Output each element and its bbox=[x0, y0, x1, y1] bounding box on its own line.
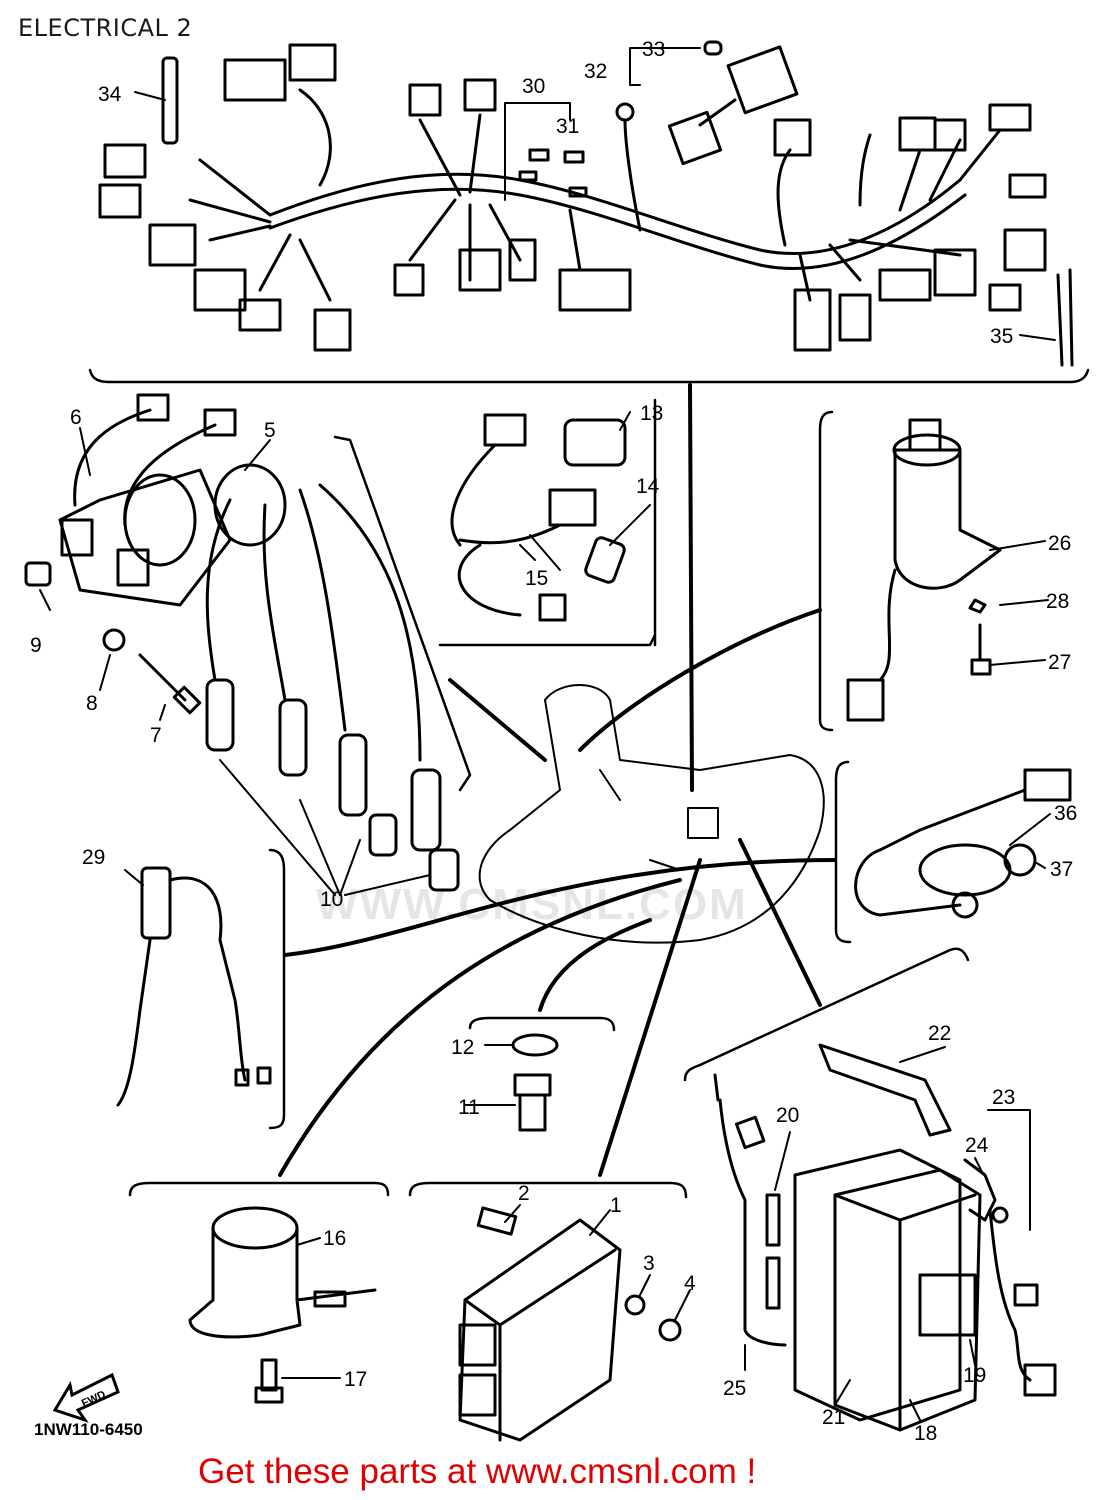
callout-2: 2 bbox=[518, 1182, 530, 1205]
callout-31: 31 bbox=[556, 115, 579, 138]
callout-32: 32 bbox=[584, 60, 607, 83]
callout-24: 24 bbox=[965, 1134, 989, 1157]
callout-3: 3 bbox=[643, 1252, 655, 1275]
callout-4: 4 bbox=[684, 1272, 696, 1295]
fwd-label: FWD bbox=[80, 1389, 108, 1410]
callout-35: 35 bbox=[990, 325, 1013, 348]
leader-lines bbox=[278, 383, 837, 1177]
thermo-switch bbox=[116, 866, 272, 1107]
callout-9: 9 bbox=[30, 634, 42, 657]
main-switch bbox=[846, 418, 1002, 722]
callout-16: 16 bbox=[323, 1227, 346, 1250]
callout-1: 1 bbox=[610, 1194, 622, 1217]
callout-18: 18 bbox=[914, 1422, 937, 1445]
wire-harness bbox=[98, 40, 1074, 367]
ignition-coil bbox=[24, 393, 460, 892]
callout-8: 8 bbox=[86, 692, 98, 715]
callout-25: 25 bbox=[723, 1377, 746, 1400]
callout-12: 12 bbox=[451, 1036, 474, 1059]
callout-11: 11 bbox=[458, 1096, 480, 1119]
oil-level-switch bbox=[511, 1033, 559, 1132]
callout-27: 27 bbox=[1048, 651, 1071, 674]
callout-37: 37 bbox=[1050, 858, 1073, 881]
callout-28: 28 bbox=[1046, 590, 1069, 613]
cdi-unit bbox=[458, 1206, 682, 1442]
callout-10: 10 bbox=[320, 888, 343, 911]
callout-23: 23 bbox=[992, 1086, 1015, 1109]
watermark-text: WWW.CMSNL.COM bbox=[316, 880, 748, 929]
promo-link[interactable]: Get these parts at www.cmsnl.com ! bbox=[198, 1452, 757, 1491]
callout-14: 14 bbox=[636, 475, 660, 498]
callout-29: 29 bbox=[82, 846, 105, 869]
callout-19: 19 bbox=[963, 1364, 986, 1387]
callout-20: 20 bbox=[776, 1104, 799, 1127]
callout-6: 6 bbox=[70, 406, 82, 429]
starter-relay bbox=[188, 1206, 377, 1404]
callout-7: 7 bbox=[150, 724, 162, 747]
callout-17: 17 bbox=[344, 1368, 367, 1391]
callout-30: 30 bbox=[522, 75, 545, 98]
callout-34: 34 bbox=[98, 83, 122, 106]
callout-13: 13 bbox=[640, 402, 663, 425]
callout-36: 36 bbox=[1054, 802, 1077, 825]
battery-assembly bbox=[713, 1043, 1057, 1432]
pressure-switches bbox=[450, 413, 627, 622]
neutral-sensor bbox=[854, 768, 1072, 919]
diagram-code: 1NW110-6450 bbox=[34, 1420, 143, 1439]
callout-21: 21 bbox=[822, 1406, 845, 1429]
callout-5: 5 bbox=[264, 419, 276, 442]
fwd-arrow: FWD bbox=[52, 1372, 120, 1423]
page-title: ELECTRICAL 2 bbox=[18, 14, 193, 42]
callout-22: 22 bbox=[928, 1022, 951, 1045]
callout-33: 33 bbox=[642, 38, 665, 61]
callout-26: 26 bbox=[1048, 532, 1071, 555]
callout-15: 15 bbox=[525, 567, 548, 590]
